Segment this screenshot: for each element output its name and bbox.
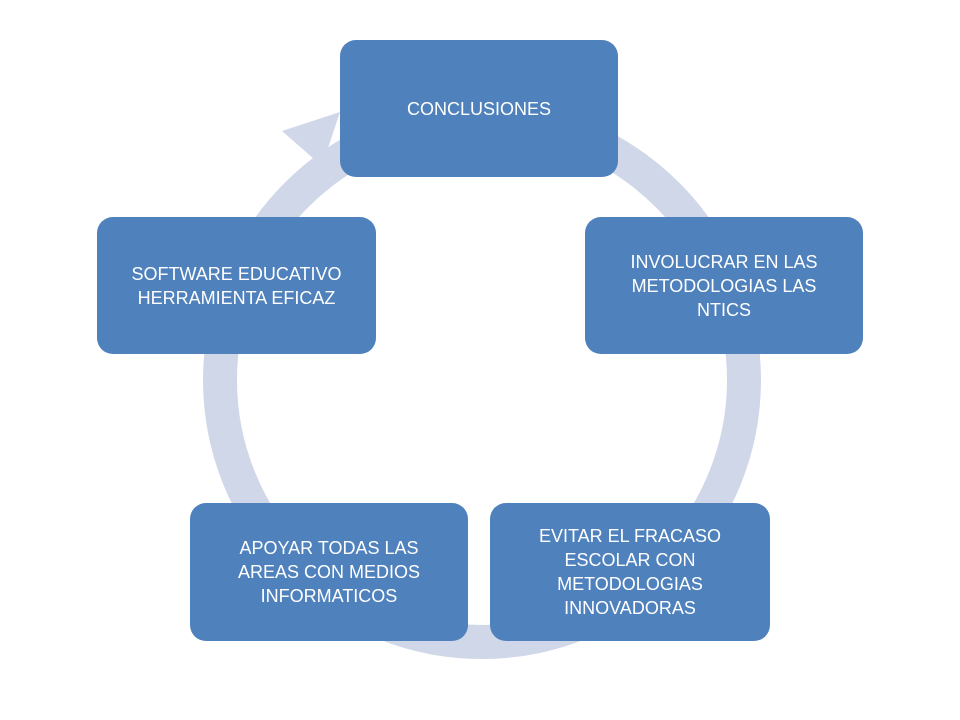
node-conclusiones-label: CONCLUSIONES — [406, 98, 552, 119]
node-apoyar-areas-label: APOYAR TODAS LAS AREAS CON MEDIOS INFORM… — [237, 538, 421, 606]
node-software-educativo-label: SOFTWARE EDUCATIVO HERRAMIENTA EFICAZ — [131, 263, 342, 308]
node-involucrar-ntics: INVOLUCRAR EN LAS METODOLOGIAS LAS NTICS — [585, 217, 863, 354]
node-evitar-fracaso: EVITAR EL FRACASO ESCOLAR CON METODOLOGI… — [490, 503, 770, 641]
node-involucrar-ntics-label: INVOLUCRAR EN LAS METODOLOGIAS LAS NTICS — [630, 251, 818, 320]
node-software-educativo: SOFTWARE EDUCATIVO HERRAMIENTA EFICAZ — [97, 217, 376, 354]
node-apoyar-areas: APOYAR TODAS LAS AREAS CON MEDIOS INFORM… — [190, 503, 468, 641]
node-evitar-fracaso-label: EVITAR EL FRACASO ESCOLAR CON METODOLOGI… — [538, 526, 722, 618]
node-conclusiones: CONCLUSIONES — [340, 40, 618, 177]
cycle-arrowhead — [282, 112, 340, 166]
